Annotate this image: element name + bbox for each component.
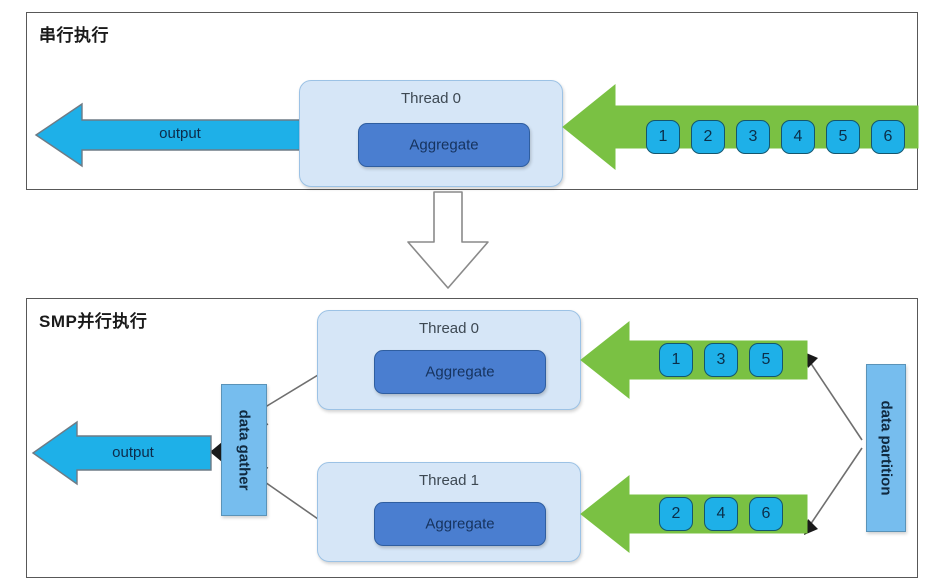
data-gather-box: data gather — [221, 384, 267, 516]
serial-panel-title: 串行执行 — [39, 26, 109, 45]
parallel-thread1-data-item: 2 — [659, 497, 693, 531]
serial-data-item: 1 — [646, 120, 680, 154]
parallel-thread0-aggregate-label: Aggregate — [425, 363, 495, 381]
serial-data-item: 5 — [826, 120, 860, 154]
serial-output-label: output — [159, 125, 201, 142]
serial-data-item: 3 — [736, 120, 770, 154]
parallel-thread0-data-item: 5 — [749, 343, 783, 377]
serial-data-item: 4 — [781, 120, 815, 154]
parallel-output-arrow — [31, 420, 212, 486]
down-arrow-icon — [407, 191, 489, 289]
parallel-input-arrow-bottom — [580, 474, 808, 554]
parallel-thread1-data-item: 6 — [749, 497, 783, 531]
parallel-thread1-aggregate-box: Aggregate — [374, 502, 546, 546]
data-partition-label: data partition — [877, 400, 895, 496]
parallel-panel-title: SMP并行执行 — [39, 312, 148, 331]
parallel-input-arrow-top — [580, 320, 808, 400]
parallel-thread0-label: Thread 0 — [418, 320, 480, 337]
serial-thread-label: Thread 0 — [400, 90, 462, 107]
serial-aggregate-box: Aggregate — [358, 123, 530, 167]
parallel-thread0-data-item: 3 — [704, 343, 738, 377]
data-gather-label: data gather — [235, 409, 253, 491]
parallel-output-label: output — [112, 444, 154, 461]
parallel-thread0-data-item: 1 — [659, 343, 693, 377]
parallel-thread1-label: Thread 1 — [418, 472, 480, 489]
parallel-thread0-aggregate-box: Aggregate — [374, 350, 546, 394]
parallel-thread1-aggregate-label: Aggregate — [425, 515, 495, 533]
serial-data-item: 2 — [691, 120, 725, 154]
parallel-thread1-data-item: 4 — [704, 497, 738, 531]
serial-data-item: 6 — [871, 120, 905, 154]
parallel-thread0-box: Thread 0 Aggregate — [317, 310, 581, 410]
serial-aggregate-label: Aggregate — [409, 136, 479, 154]
parallel-thread1-box: Thread 1 Aggregate — [317, 462, 581, 562]
data-partition-box: data partition — [866, 364, 906, 532]
serial-thread-box: Thread 0 Aggregate — [299, 80, 563, 187]
